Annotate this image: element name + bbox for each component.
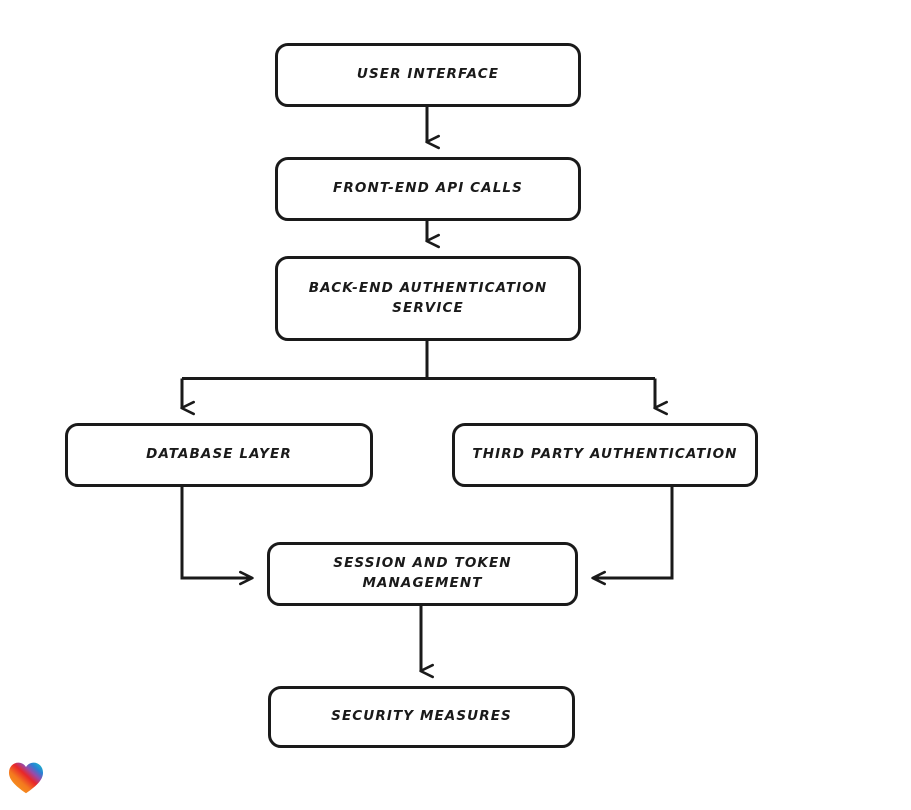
heart-icon — [9, 762, 43, 794]
connector-thirdparty-to-session — [591, 487, 674, 586]
connector-database-to-session — [180, 487, 254, 586]
node-label-back-end-authentication-service: Back-End Authentication Service — [308, 279, 548, 316]
node-database-layer[interactable]: Database Layer — [65, 423, 373, 487]
node-third-party-authentication[interactable]: Third Party Authentication — [452, 423, 758, 487]
node-back-end-authentication-service[interactable]: Back-End Authentication Service — [275, 256, 581, 341]
node-label-database-layer: Database Layer — [146, 446, 292, 463]
node-security-measures[interactable]: Security Measures — [268, 686, 575, 748]
node-label-session-and-token-management: Session and Token Management — [333, 555, 512, 591]
node-label-third-party-authentication: Third Party Authentication — [472, 446, 738, 463]
node-user-interface[interactable]: User Interface — [275, 43, 581, 107]
node-label-security-measures: Security Measures — [331, 708, 512, 725]
node-front-end-api-calls[interactable]: Front-End API Calls — [275, 157, 581, 221]
node-label-user-interface: User Interface — [356, 66, 500, 83]
node-label-front-end-api-calls: Front-End API Calls — [333, 180, 523, 197]
node-session-and-token-management[interactable]: Session and Token Management — [267, 542, 578, 606]
